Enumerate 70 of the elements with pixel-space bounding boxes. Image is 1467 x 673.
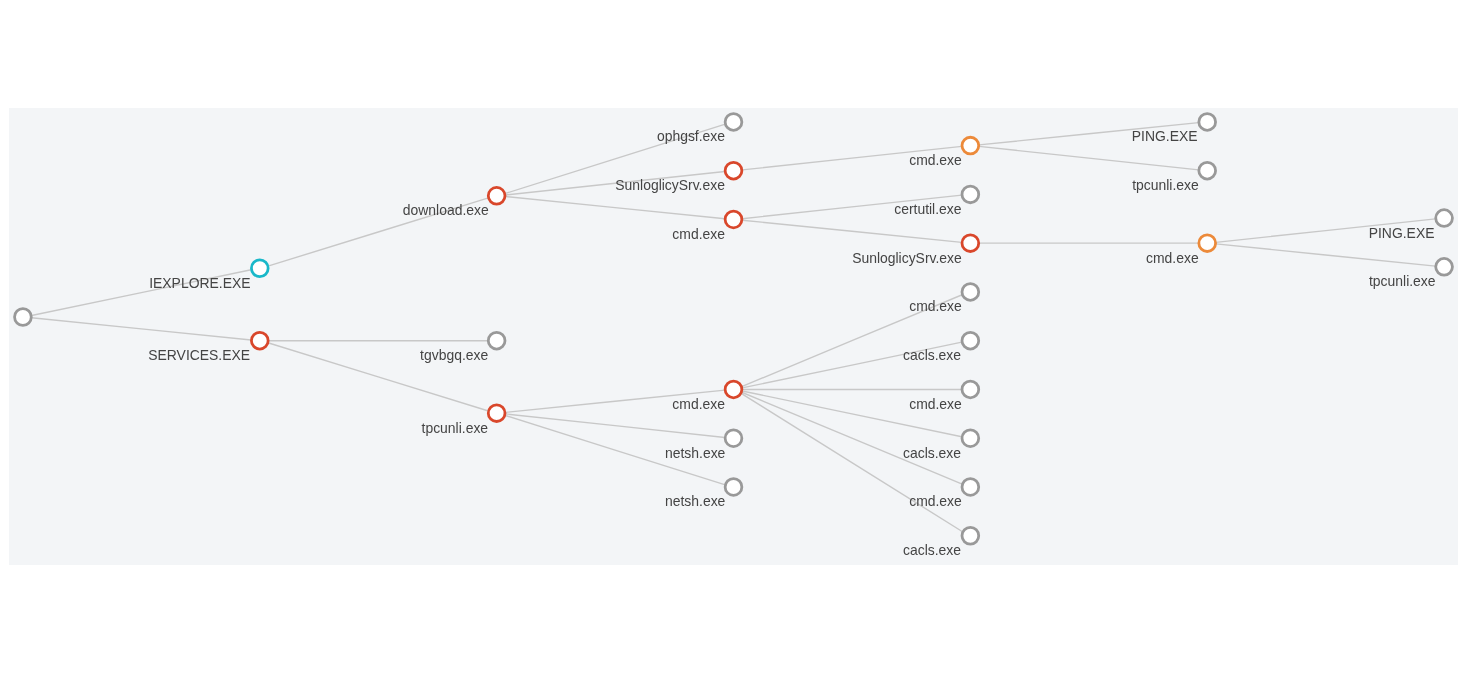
connector: [1215, 218, 1437, 244]
node-label: SunloglicySrv.exe: [852, 249, 962, 266]
node-label: SERVICES.EXE: [148, 347, 251, 364]
node-circle: [1434, 257, 1454, 277]
node-circle: [960, 330, 981, 351]
connector: [741, 388, 963, 391]
node-label: netsh.exe: [665, 493, 726, 510]
connector: [504, 414, 726, 486]
node-label: ophgsf.exe: [656, 128, 726, 145]
connector: [1215, 243, 1437, 267]
node-label: tpcunli.exe: [421, 419, 489, 436]
node-circle: [960, 379, 981, 400]
node-circle: [960, 184, 981, 205]
node-circle: [960, 233, 981, 253]
node-label: netsh.exe: [665, 444, 726, 461]
node-label: cmd.exe: [672, 225, 725, 242]
connector: [978, 145, 1200, 171]
connector: [30, 269, 252, 317]
node-label: cmd.exe: [909, 395, 962, 412]
node-label: tpcunli.exe: [1369, 273, 1436, 290]
node-circle: [486, 330, 507, 351]
connector: [267, 340, 489, 342]
node-label: cacls.exe: [903, 347, 962, 364]
node-circle: [486, 186, 507, 206]
node-circle: [723, 379, 744, 400]
connector: [741, 390, 963, 438]
node-label: cacls.exe: [903, 444, 962, 461]
connector: [741, 194, 963, 220]
node-label: download.exe: [402, 202, 489, 219]
node-circle: [960, 477, 981, 497]
connector: [978, 242, 1200, 244]
node-circle: [1197, 160, 1217, 181]
node-circle: [250, 258, 270, 278]
node-circle: [723, 112, 744, 132]
node-label: cmd.exe: [909, 298, 962, 315]
connector: [504, 123, 726, 195]
node-label: cmd.exe: [672, 395, 725, 412]
node-circle: [13, 307, 33, 327]
node-circle: [723, 209, 744, 230]
connector: [741, 145, 963, 171]
node-label: cmd.exe: [909, 152, 962, 169]
node-circle: [960, 135, 981, 156]
node-circle: [1434, 208, 1454, 228]
connector: [741, 219, 963, 244]
connector: [740, 391, 963, 485]
node-circle: [723, 428, 744, 448]
node-label: cacls.exe: [903, 542, 962, 559]
connector: [504, 170, 726, 196]
node-label: SunloglicySrv.exe: [615, 177, 725, 194]
node-circle: [960, 428, 981, 448]
node-circle: [723, 477, 744, 497]
connector: [740, 294, 963, 388]
node-label: PING.EXE: [1368, 224, 1435, 241]
node-circle: [250, 330, 270, 351]
node-label: tgvbgq.exe: [420, 347, 489, 364]
node-label: cmd.exe: [1146, 249, 1199, 266]
connector: [741, 341, 963, 389]
node-circle: [1197, 112, 1217, 132]
node-label: certutil.exe: [894, 200, 962, 217]
connector: [740, 392, 964, 533]
node-circle: [723, 160, 744, 181]
node-circle: [486, 403, 507, 423]
node-label: PING.EXE: [1131, 128, 1198, 145]
node-circle: [960, 282, 981, 302]
node-circle: [960, 526, 981, 546]
node-label: IEXPLORE.EXE: [149, 274, 251, 291]
node-label: cmd.exe: [909, 493, 962, 510]
connector: [504, 413, 726, 439]
node-circle: [1197, 233, 1217, 253]
node-label: tpcunli.exe: [1132, 177, 1199, 194]
